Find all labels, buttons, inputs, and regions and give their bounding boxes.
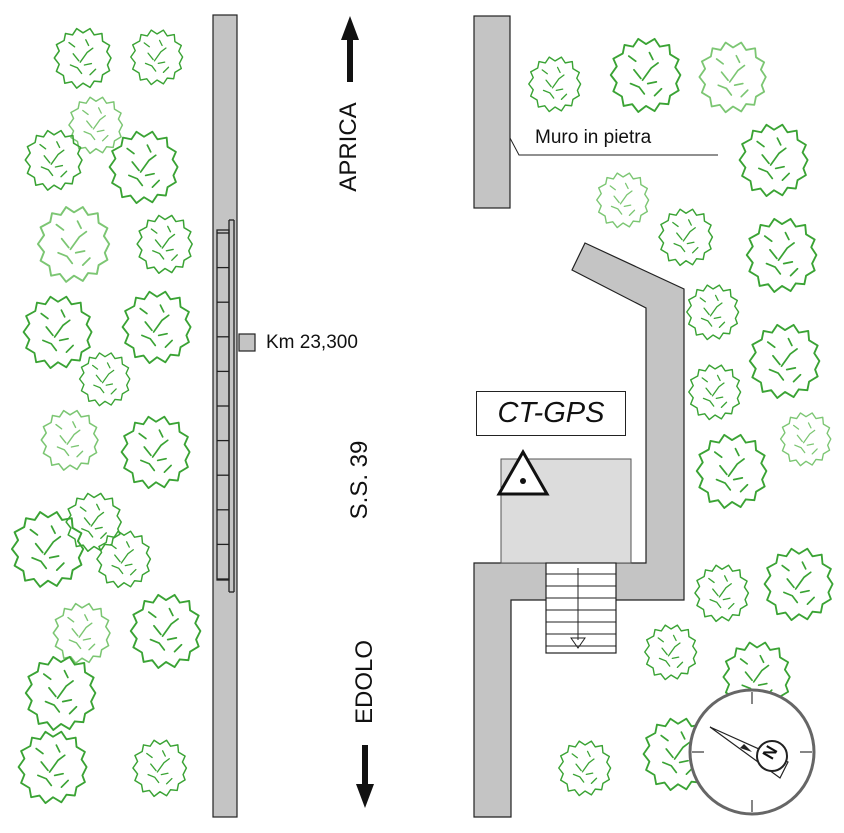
tree-icon bbox=[129, 593, 202, 669]
tree-icon bbox=[96, 530, 152, 589]
tree-icon bbox=[687, 364, 742, 421]
tree-icon bbox=[24, 129, 83, 191]
stone-wall-label: Muro in pietra bbox=[535, 127, 652, 148]
tree-icon bbox=[557, 740, 612, 797]
compass-icon bbox=[688, 688, 816, 816]
wall-leader-line bbox=[509, 137, 718, 156]
tree-icon bbox=[595, 172, 650, 229]
tree-icon bbox=[748, 323, 821, 400]
tree-icon bbox=[10, 510, 85, 588]
tree-icon bbox=[17, 730, 88, 805]
tree-icon bbox=[136, 214, 194, 275]
tree-icon bbox=[685, 284, 740, 341]
triangle-benchmark-icon bbox=[496, 448, 550, 496]
tree-icon bbox=[22, 295, 93, 370]
tree-icon bbox=[695, 433, 768, 509]
tree-icon bbox=[36, 205, 111, 283]
south-direction-label: EDOLO bbox=[351, 639, 378, 725]
tree-icon bbox=[609, 37, 682, 114]
tree-icon bbox=[78, 352, 131, 407]
staircase bbox=[545, 562, 617, 654]
tree-icon bbox=[643, 624, 698, 681]
tree-icon bbox=[24, 655, 97, 732]
tree-icon bbox=[129, 29, 184, 86]
tree-icon bbox=[40, 409, 99, 471]
tree-icon bbox=[52, 602, 111, 664]
station-label: CT-GPS bbox=[476, 391, 626, 436]
stone-wall bbox=[473, 15, 511, 209]
tree-icon bbox=[527, 56, 582, 113]
road-name-label: S.S. 39 bbox=[346, 440, 373, 520]
tree-icon bbox=[698, 41, 767, 114]
tree-icon bbox=[763, 547, 834, 622]
arrow-down-icon bbox=[356, 745, 374, 808]
north-direction-label: APRICA bbox=[335, 102, 362, 192]
tree-icon bbox=[108, 130, 179, 205]
tree-icon bbox=[65, 492, 123, 553]
guard-rail bbox=[216, 219, 235, 593]
km-marker-post bbox=[238, 333, 256, 352]
trees-left bbox=[10, 27, 202, 805]
tree-icon bbox=[658, 208, 714, 267]
tree-icon bbox=[53, 27, 112, 89]
tree-icon bbox=[120, 415, 191, 490]
tree-icon bbox=[738, 123, 809, 198]
tree-icon bbox=[132, 739, 188, 798]
km-marker-label: Km 23,300 bbox=[266, 332, 358, 353]
arrow-up-icon bbox=[341, 16, 359, 82]
tree-icon bbox=[121, 290, 192, 365]
tree-icon bbox=[779, 412, 832, 467]
tree-icon bbox=[694, 564, 750, 623]
tree-icon bbox=[745, 217, 818, 293]
